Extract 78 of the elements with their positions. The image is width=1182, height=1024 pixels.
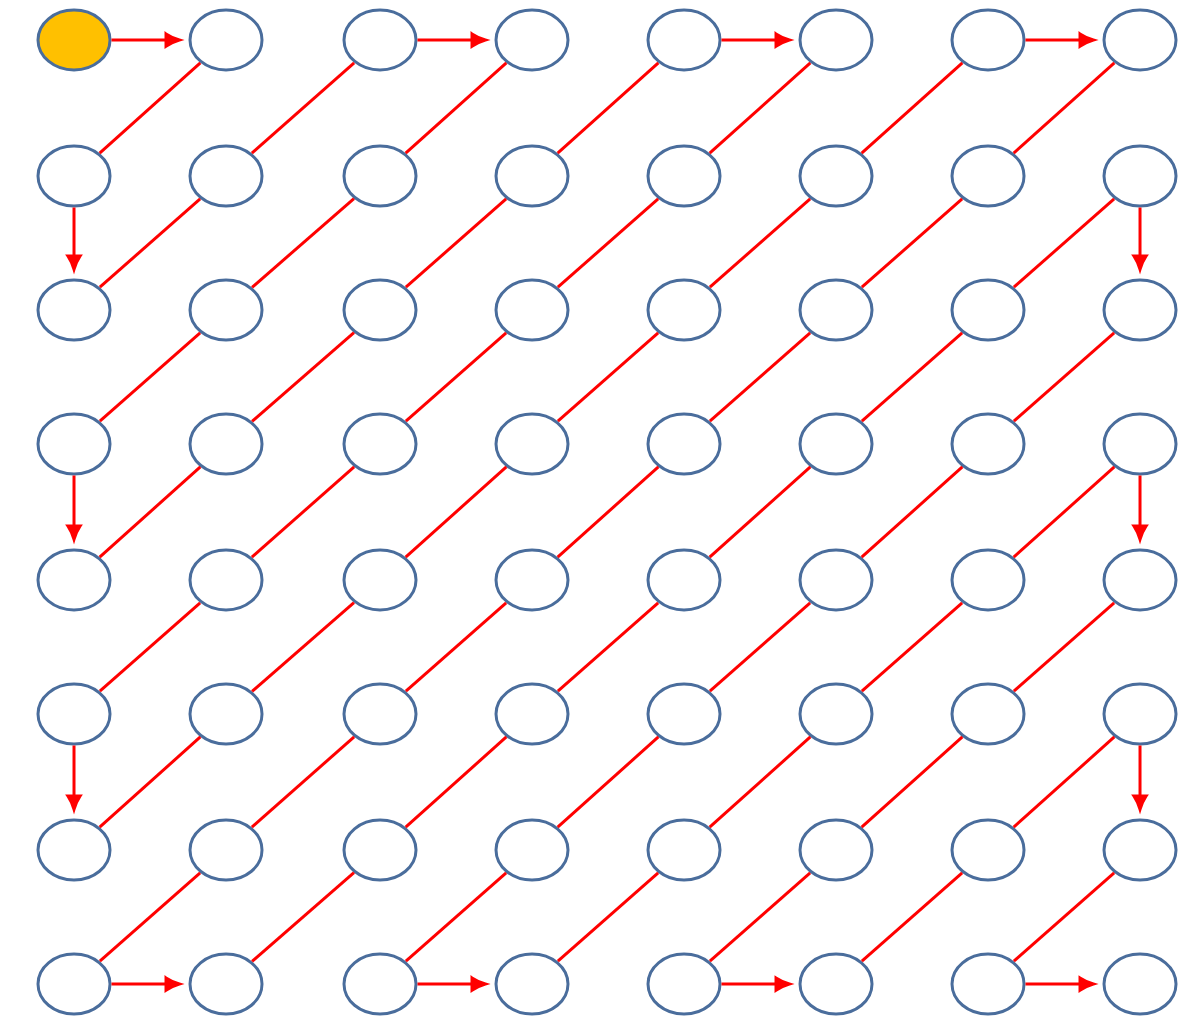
ring-node xyxy=(494,278,570,342)
ring-node xyxy=(950,8,1026,72)
ring-node xyxy=(36,682,112,746)
arrow xyxy=(66,207,82,271)
ring-node xyxy=(494,952,570,1016)
ring-node xyxy=(36,548,112,612)
ring-node xyxy=(342,8,418,72)
ring-node xyxy=(188,278,264,342)
arrow xyxy=(111,32,181,48)
ring-node xyxy=(342,278,418,342)
ring-node xyxy=(36,412,112,476)
ring-node xyxy=(188,412,264,476)
arrow xyxy=(66,475,82,541)
ring-node xyxy=(798,818,874,882)
ring-node xyxy=(798,548,874,612)
arrow xyxy=(417,32,487,48)
ring-node xyxy=(950,818,1026,882)
ring-node xyxy=(494,412,570,476)
arrow xyxy=(721,32,791,48)
ring-node xyxy=(342,682,418,746)
arrow xyxy=(1025,32,1095,48)
ring-node xyxy=(646,548,722,612)
ring-node xyxy=(950,548,1026,612)
ring-node xyxy=(798,682,874,746)
ring-node xyxy=(36,952,112,1016)
ring-node xyxy=(646,818,722,882)
ring-node xyxy=(798,8,874,72)
ring-node xyxy=(950,682,1026,746)
ring-node xyxy=(342,412,418,476)
ring-node xyxy=(798,278,874,342)
ring-node xyxy=(646,8,722,72)
arrow xyxy=(1132,207,1148,271)
ring-node xyxy=(188,818,264,882)
ring-node xyxy=(1102,8,1178,72)
ring-node xyxy=(1102,548,1178,612)
ring-node xyxy=(950,278,1026,342)
ring-node xyxy=(646,682,722,746)
ring-node xyxy=(798,952,874,1016)
ring-node xyxy=(494,818,570,882)
ring-node xyxy=(342,952,418,1016)
ring-node xyxy=(646,144,722,208)
ring-node xyxy=(188,548,264,612)
ring-node xyxy=(1102,682,1178,746)
ring-node xyxy=(36,818,112,882)
arrow xyxy=(1025,976,1095,992)
ring-node xyxy=(1102,144,1178,208)
ring-node xyxy=(188,8,264,72)
ring-node xyxy=(342,548,418,612)
ring-node xyxy=(1102,818,1178,882)
arrow xyxy=(1132,475,1148,541)
ring-node xyxy=(950,412,1026,476)
arrow xyxy=(417,976,487,992)
arrow xyxy=(1132,745,1148,811)
ring-node xyxy=(188,682,264,746)
arrow xyxy=(66,745,82,811)
arrow xyxy=(111,976,181,992)
ring-node xyxy=(1102,278,1178,342)
ring-node xyxy=(950,144,1026,208)
ring-node xyxy=(1102,952,1178,1016)
ring-node xyxy=(798,144,874,208)
ring-node xyxy=(36,278,112,342)
ring-node xyxy=(646,952,722,1016)
ring-node xyxy=(188,144,264,208)
ring-node xyxy=(342,144,418,208)
ring-node xyxy=(494,548,570,612)
ring-node xyxy=(798,412,874,476)
ring-node xyxy=(494,682,570,746)
ring-node xyxy=(36,8,112,72)
arrow xyxy=(721,976,791,992)
ring-node xyxy=(494,8,570,72)
ring-node xyxy=(342,818,418,882)
ring-node xyxy=(36,144,112,208)
ring-node xyxy=(1102,412,1178,476)
ring-node xyxy=(950,952,1026,1016)
ring-node xyxy=(646,412,722,476)
ring-node xyxy=(646,278,722,342)
ring-node xyxy=(494,144,570,208)
ring-node xyxy=(188,952,264,1016)
